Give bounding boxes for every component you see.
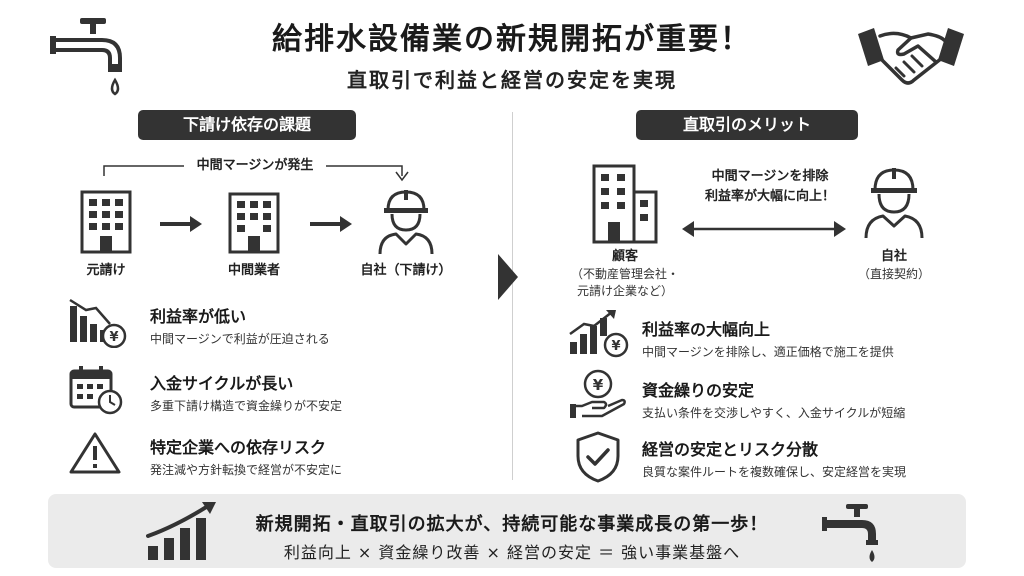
left-section-heading: 下請け依存の課題	[138, 110, 356, 140]
page-title: 給排水設備業の新規開拓が重要！	[272, 22, 752, 57]
right-item-title-1: 利益率の大幅向上	[642, 320, 771, 339]
worker-icon	[378, 190, 434, 255]
flow-label-self: 自社（下請け）	[360, 263, 452, 278]
left-item-desc-2: 多重下請け構造で資金繰りが不安定	[150, 399, 343, 413]
faucet-icon	[50, 18, 122, 96]
customer-label: 顧客	[611, 249, 638, 264]
declining-chart-yen-icon: ¥	[69, 298, 127, 348]
right-item-desc-3: 良質な案件ルートを複数確保し、安定経営を実現	[642, 465, 907, 479]
arrow-right-icon	[160, 216, 202, 232]
flow-label-contractor: 元請け	[86, 263, 126, 278]
self-label: 自社	[880, 249, 907, 264]
customer-sub-2: 元請け企業など）	[576, 284, 673, 298]
section-divider	[512, 112, 513, 480]
left-item-desc-1: 中間マージンで利益が圧迫される	[150, 332, 330, 346]
arrow-note-2: 利益率が大幅に向上！	[704, 189, 835, 204]
warning-icon	[69, 432, 121, 474]
svg-text:¥: ¥	[611, 339, 620, 354]
svg-text:¥: ¥	[109, 330, 118, 345]
margin-bracket	[103, 165, 409, 182]
right-item-title-2: 資金繰りの安定	[642, 381, 755, 400]
page-subtitle: 直取引で利益と経営の安定を実現	[347, 68, 677, 92]
left-item-title-1: 利益率が低い	[150, 307, 247, 326]
bottom-title: 新規開拓・直取引の拡大が、持続可能な事業成長の第一歩！	[255, 514, 769, 535]
left-item-title-2: 入金サイクルが長い	[150, 374, 294, 393]
right-item-desc-2: 支払い条件を交渉しやすく、入金サイクルが短縮	[642, 406, 906, 420]
arrow-note-1: 中間マージンを排除	[711, 169, 829, 184]
building-icon	[80, 190, 132, 254]
rising-chart-yen-icon: ¥	[569, 310, 629, 358]
building-icon	[228, 192, 280, 254]
self-sub: （直接契約）	[857, 267, 930, 281]
hand-yen-icon: ¥	[570, 369, 626, 418]
flow-label-intermediary: 中間業者	[227, 263, 280, 278]
chevron-right-icon	[498, 254, 518, 300]
shield-check-icon	[576, 431, 620, 483]
right-section-heading: 直取引のメリット	[636, 110, 858, 140]
worker-icon	[864, 168, 924, 239]
calendar-clock-icon	[69, 366, 123, 415]
right-item-title-3: 経営の安定とリスク分散	[642, 440, 819, 459]
left-item-title-3: 特定企業への依存リスク	[150, 438, 327, 457]
margin-note: 中間マージンが発生	[196, 158, 314, 173]
bottom-subtitle: 利益向上 × 資金繰り改善 × 経営の安定 ＝ 強い事業基盤へ	[283, 543, 741, 562]
building-icon	[592, 164, 658, 244]
customer-sub-1: （不動産管理会社・	[570, 267, 679, 281]
arrow-right-icon	[310, 216, 352, 232]
svg-text:¥: ¥	[593, 376, 604, 394]
left-item-desc-3: 発注減や方針転換で経営が不安定に	[150, 463, 343, 477]
handshake-icon	[858, 28, 964, 85]
right-item-desc-1: 中間マージンを排除し、適正価格で施工を提供	[642, 345, 894, 359]
faucet-icon	[822, 504, 878, 562]
double-arrow-icon	[682, 221, 846, 237]
growth-chart-icon	[146, 502, 216, 560]
